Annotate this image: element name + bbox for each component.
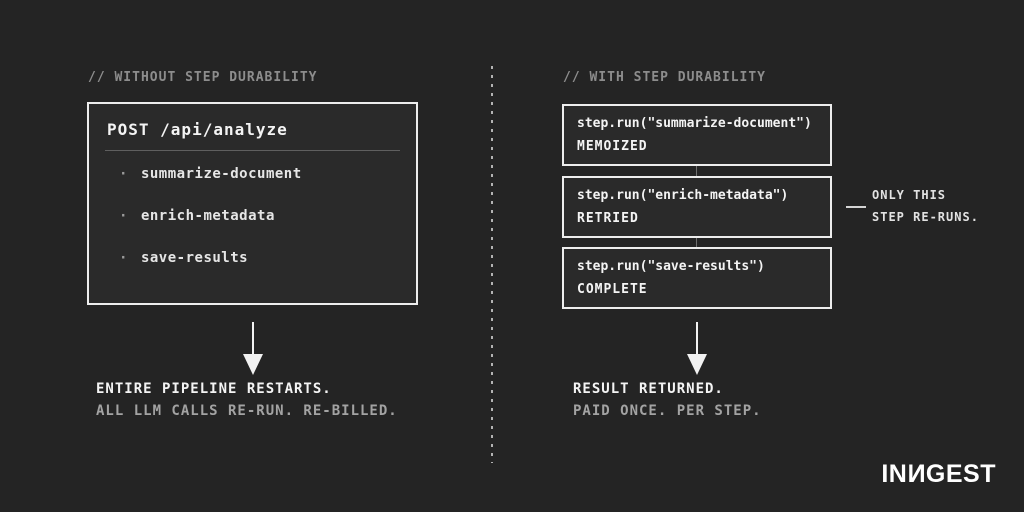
- step-status: COMPLETE: [577, 282, 648, 297]
- task-label: save-results: [140, 250, 249, 266]
- step-code: step.run("summarize-document"): [577, 116, 812, 131]
- step-connector-line: [696, 166, 697, 176]
- step-code: step.run("save-results"): [577, 259, 765, 274]
- step-status: MEMOIZED: [577, 139, 648, 154]
- down-arrow-icon: [243, 354, 263, 375]
- pipeline-task-item: · summarize-document: [119, 166, 302, 182]
- dotted-divider: [491, 66, 493, 463]
- task-label: enrich-metadata: [140, 208, 275, 224]
- without-durability-header: // WITHOUT STEP DURABILITY: [88, 70, 318, 85]
- inngest-logo: INNGEST: [881, 460, 996, 489]
- step-box-save: step.run("save-results") COMPLETE: [562, 247, 832, 309]
- api-pipeline-box: POST /api/analyze · summarize-document · e…: [87, 102, 418, 305]
- logo-text: IN: [881, 460, 908, 488]
- down-arrow-icon: [252, 322, 254, 355]
- logo-mirrored-n: N: [907, 460, 926, 488]
- bullet-icon: ·: [119, 250, 128, 266]
- step-box-enrich: step.run("enrich-metadata") RETRIED: [562, 176, 832, 238]
- task-label: summarize-document: [140, 166, 302, 182]
- api-box-divider: [105, 150, 400, 151]
- down-arrow-icon: [687, 354, 707, 375]
- step-connector-line: [696, 238, 697, 247]
- bullet-icon: ·: [119, 208, 128, 224]
- with-durability-header: // WITH STEP DURABILITY: [563, 70, 767, 85]
- left-result-subline: ALL LLM CALLS RE-RUN. RE-BILLED.: [96, 403, 398, 419]
- right-result-subline: PAID ONCE. PER STEP.: [573, 403, 762, 419]
- annotation-text: STEP RE-RUNS.: [872, 210, 979, 224]
- right-result-headline: RESULT RETURNED.: [573, 381, 724, 397]
- pipeline-task-item: · enrich-metadata: [119, 208, 275, 224]
- step-status: RETRIED: [577, 211, 639, 226]
- api-endpoint-title: POST /api/analyze: [107, 120, 288, 139]
- step-code: step.run("enrich-metadata"): [577, 188, 789, 203]
- bullet-icon: ·: [119, 166, 128, 182]
- annotation-tick-line: [846, 206, 866, 208]
- step-box-summarize: step.run("summarize-document") MEMOIZED: [562, 104, 832, 166]
- pipeline-task-item: · save-results: [119, 250, 248, 266]
- annotation-text: ONLY THIS: [872, 188, 947, 202]
- logo-text: GEST: [925, 460, 996, 488]
- left-result-headline: ENTIRE PIPELINE RESTARTS.: [96, 381, 332, 397]
- down-arrow-icon: [696, 322, 698, 355]
